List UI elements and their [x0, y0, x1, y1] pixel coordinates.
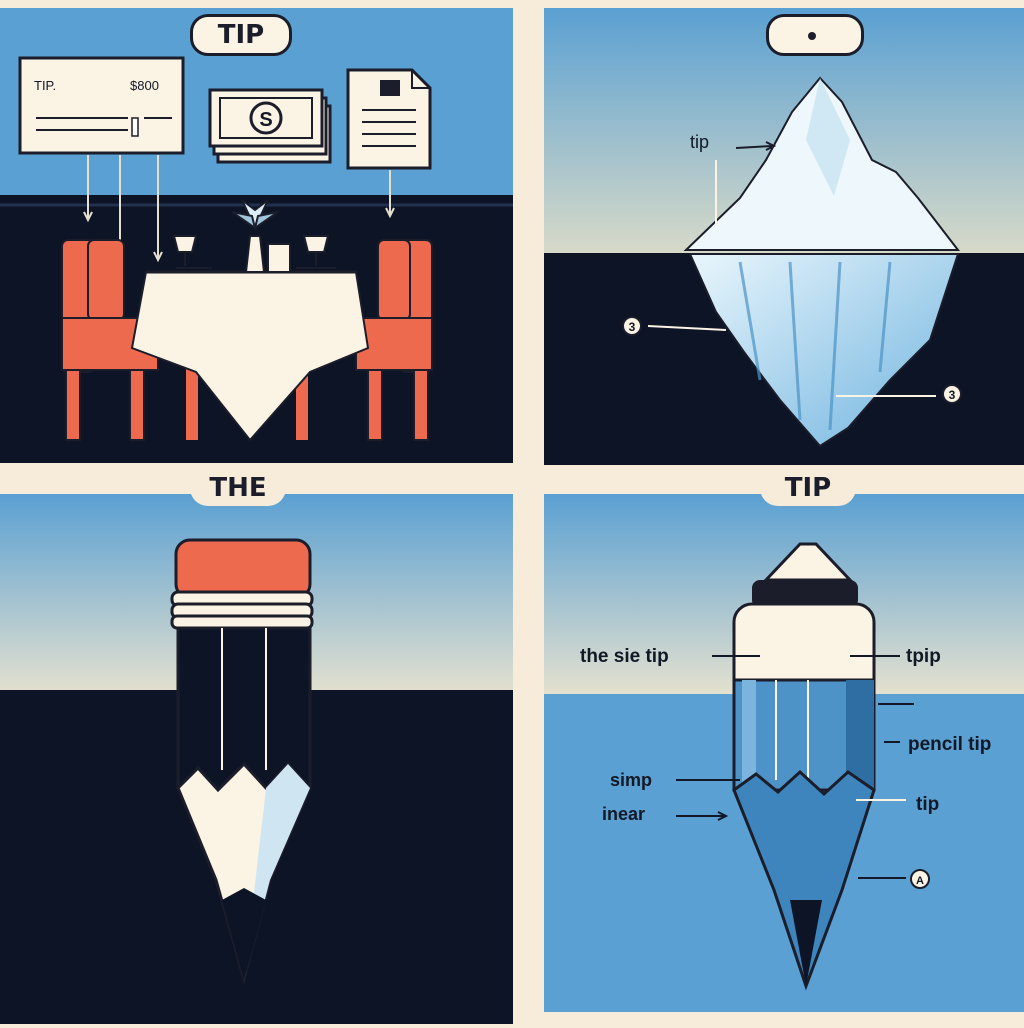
bill-symbol: S	[259, 109, 272, 131]
marker-left: 3	[622, 316, 727, 336]
label-pencil-tip: pencil tip	[908, 734, 991, 755]
menu-icon	[380, 80, 400, 96]
label-tip: tip	[690, 132, 709, 152]
panel-pencil-right-title: TIP	[760, 470, 856, 506]
check-receipt: TIP. $800	[18, 56, 185, 155]
label-inear: inear	[602, 804, 645, 824]
pencil-large	[170, 538, 314, 986]
panel-pencil-left	[0, 494, 513, 1024]
money-stack: S	[208, 88, 332, 164]
label-the-sie-tip: the sie tip	[580, 646, 669, 667]
pencil-cone	[732, 769, 876, 991]
tablecloth	[130, 271, 370, 442]
panel-pencil-left-title: THE	[190, 470, 286, 506]
label-tpip: tpip	[906, 646, 941, 667]
pencil-cap	[752, 580, 858, 608]
pencil-eraser	[174, 538, 312, 600]
panel-pencil-right: the sie tip tpip pencil tip simp inear t…	[544, 494, 1024, 1012]
callout-lines	[676, 655, 914, 879]
panel-iceberg-dot	[808, 32, 816, 40]
chair-right	[355, 239, 433, 441]
marker-a: A	[910, 869, 930, 889]
panel-iceberg: tip 3 3	[544, 8, 1024, 465]
flower-icon	[231, 199, 279, 231]
svg-text:A: A	[916, 875, 924, 887]
label-tip: tip	[916, 794, 939, 815]
iceberg-underwater	[688, 253, 960, 448]
pencil-point	[790, 900, 822, 986]
panel-restaurant: TIP. $800 S	[0, 8, 513, 463]
check-amount: $800	[130, 78, 159, 93]
table-leg	[186, 360, 198, 440]
pencil-diagram	[732, 542, 876, 991]
pencil-lead	[222, 888, 266, 980]
svg-text:3: 3	[949, 388, 956, 402]
menu-document	[346, 68, 432, 170]
check-label: TIP.	[34, 78, 56, 93]
panel-restaurant-title: TIP	[190, 14, 292, 56]
label-simp: simp	[610, 770, 652, 790]
svg-text:3: 3	[629, 320, 636, 334]
pointer-arrows	[83, 155, 395, 295]
marker-right: 3	[836, 384, 962, 404]
table-setting	[172, 235, 336, 273]
